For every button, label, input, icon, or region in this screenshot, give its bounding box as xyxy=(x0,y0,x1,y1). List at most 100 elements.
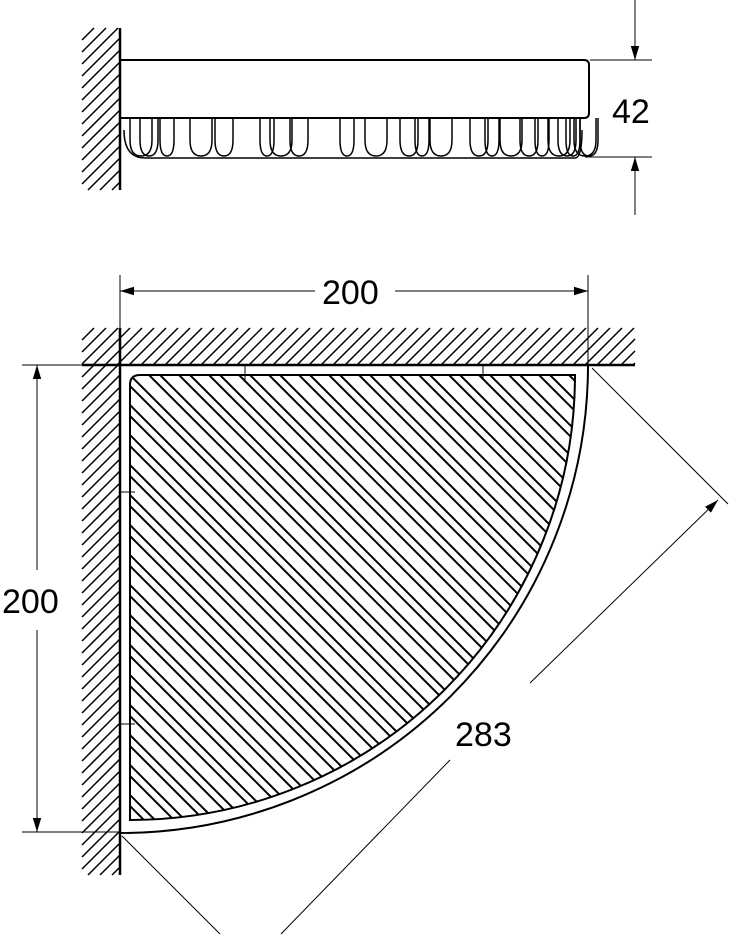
wall-hatch-side xyxy=(81,27,121,191)
hatch-line xyxy=(130,765,195,820)
wall-hatch-left xyxy=(81,364,121,876)
hatch-line xyxy=(92,327,131,366)
dimension-arrow xyxy=(529,499,719,684)
wire-loop xyxy=(499,118,523,157)
hatch-line xyxy=(81,650,121,690)
hatch-line xyxy=(81,121,121,161)
wire-loop xyxy=(364,118,388,157)
hatch-line xyxy=(284,327,323,366)
hatch-line xyxy=(81,470,121,510)
hatch-line xyxy=(87,157,121,191)
dimension-line xyxy=(280,759,451,935)
hatch-line xyxy=(380,327,419,366)
hatch-line xyxy=(130,675,285,820)
hatch-line xyxy=(224,327,263,366)
height-dimension-label: 42 xyxy=(612,93,650,131)
hatch-line xyxy=(81,61,121,101)
hatch-line xyxy=(81,794,121,834)
hatch-line xyxy=(188,327,227,366)
hatch-line xyxy=(81,686,121,726)
hatch-line xyxy=(308,327,347,366)
hatch-line xyxy=(81,37,121,77)
hatch-line xyxy=(560,327,599,366)
hatch-line xyxy=(81,506,121,546)
hatch-line xyxy=(378,375,575,587)
hatch-line xyxy=(130,814,146,820)
hatch-line xyxy=(81,674,121,714)
hatch-line xyxy=(332,327,371,366)
diagonal-dimension-label: 283 xyxy=(455,716,512,754)
hatch-line xyxy=(81,746,121,786)
wire-loop-base xyxy=(123,129,583,159)
wire-loop xyxy=(573,118,597,157)
wire-loop xyxy=(269,118,293,157)
hatch-line xyxy=(81,518,121,558)
basket-rim xyxy=(120,59,590,119)
hatch-line xyxy=(130,735,225,820)
hatch-line xyxy=(509,375,575,456)
hatch-line xyxy=(81,698,121,738)
hatch-line xyxy=(81,422,121,462)
hatch-line xyxy=(452,327,491,366)
hatch-line xyxy=(81,818,121,858)
hatch-line xyxy=(318,375,575,647)
hatch-line xyxy=(498,375,575,467)
hatch-line xyxy=(81,770,121,810)
hatch-line xyxy=(81,364,119,402)
hatch-line xyxy=(81,27,95,41)
hatch-line xyxy=(81,578,121,618)
wire-loop xyxy=(519,118,539,157)
hatch-line xyxy=(464,327,503,366)
basket-outer-rim xyxy=(119,364,590,834)
hatch-line xyxy=(584,327,623,366)
hatch-line xyxy=(404,327,443,366)
wire-loop xyxy=(484,118,500,157)
hatch-line xyxy=(130,795,165,820)
hatch-line xyxy=(130,435,525,820)
hatch-line xyxy=(272,327,311,366)
hatch-line xyxy=(596,327,635,366)
hatch-line xyxy=(248,327,287,366)
hatch-line xyxy=(140,327,179,366)
hatch-line xyxy=(408,375,575,557)
hatch-line xyxy=(81,446,121,486)
hatch-line xyxy=(81,734,121,774)
hatch-line xyxy=(152,327,191,366)
hatch-line xyxy=(81,73,121,113)
hatch-line xyxy=(81,145,121,185)
hatch-line xyxy=(128,327,167,366)
hatch-line xyxy=(164,327,203,366)
wire-loop xyxy=(547,118,571,157)
hatch-line xyxy=(488,327,527,366)
hatch-line xyxy=(81,327,107,353)
hatch-line xyxy=(368,327,407,366)
wire-loop xyxy=(579,118,599,157)
hatch-line xyxy=(81,530,121,570)
hatch-line xyxy=(104,327,143,366)
hatch-line xyxy=(296,327,335,366)
hatch-line xyxy=(81,327,119,365)
wire-loop xyxy=(399,118,419,157)
hatch-line xyxy=(389,375,575,576)
hatch-line xyxy=(99,169,121,191)
hatch-line xyxy=(608,338,636,366)
wire-loop xyxy=(469,118,489,157)
wire-loop xyxy=(429,118,453,157)
hatch-line xyxy=(260,327,299,366)
hatch-line xyxy=(468,375,575,497)
hatch-line xyxy=(620,350,636,366)
hatch-line xyxy=(81,614,121,654)
depth-dimension-label: 200 xyxy=(2,583,59,621)
hatch-line xyxy=(476,327,515,366)
wire-loop xyxy=(129,118,153,157)
hatch-line xyxy=(81,626,121,666)
hatch-line xyxy=(81,662,121,702)
hatch-line xyxy=(81,364,95,378)
hatch-line xyxy=(81,364,107,390)
wire-loop xyxy=(214,118,234,157)
hatch-line xyxy=(81,602,121,642)
hatch-line xyxy=(81,566,121,606)
hatch-line xyxy=(348,375,575,617)
hatch-line xyxy=(81,27,119,65)
hatch-line xyxy=(130,724,236,820)
